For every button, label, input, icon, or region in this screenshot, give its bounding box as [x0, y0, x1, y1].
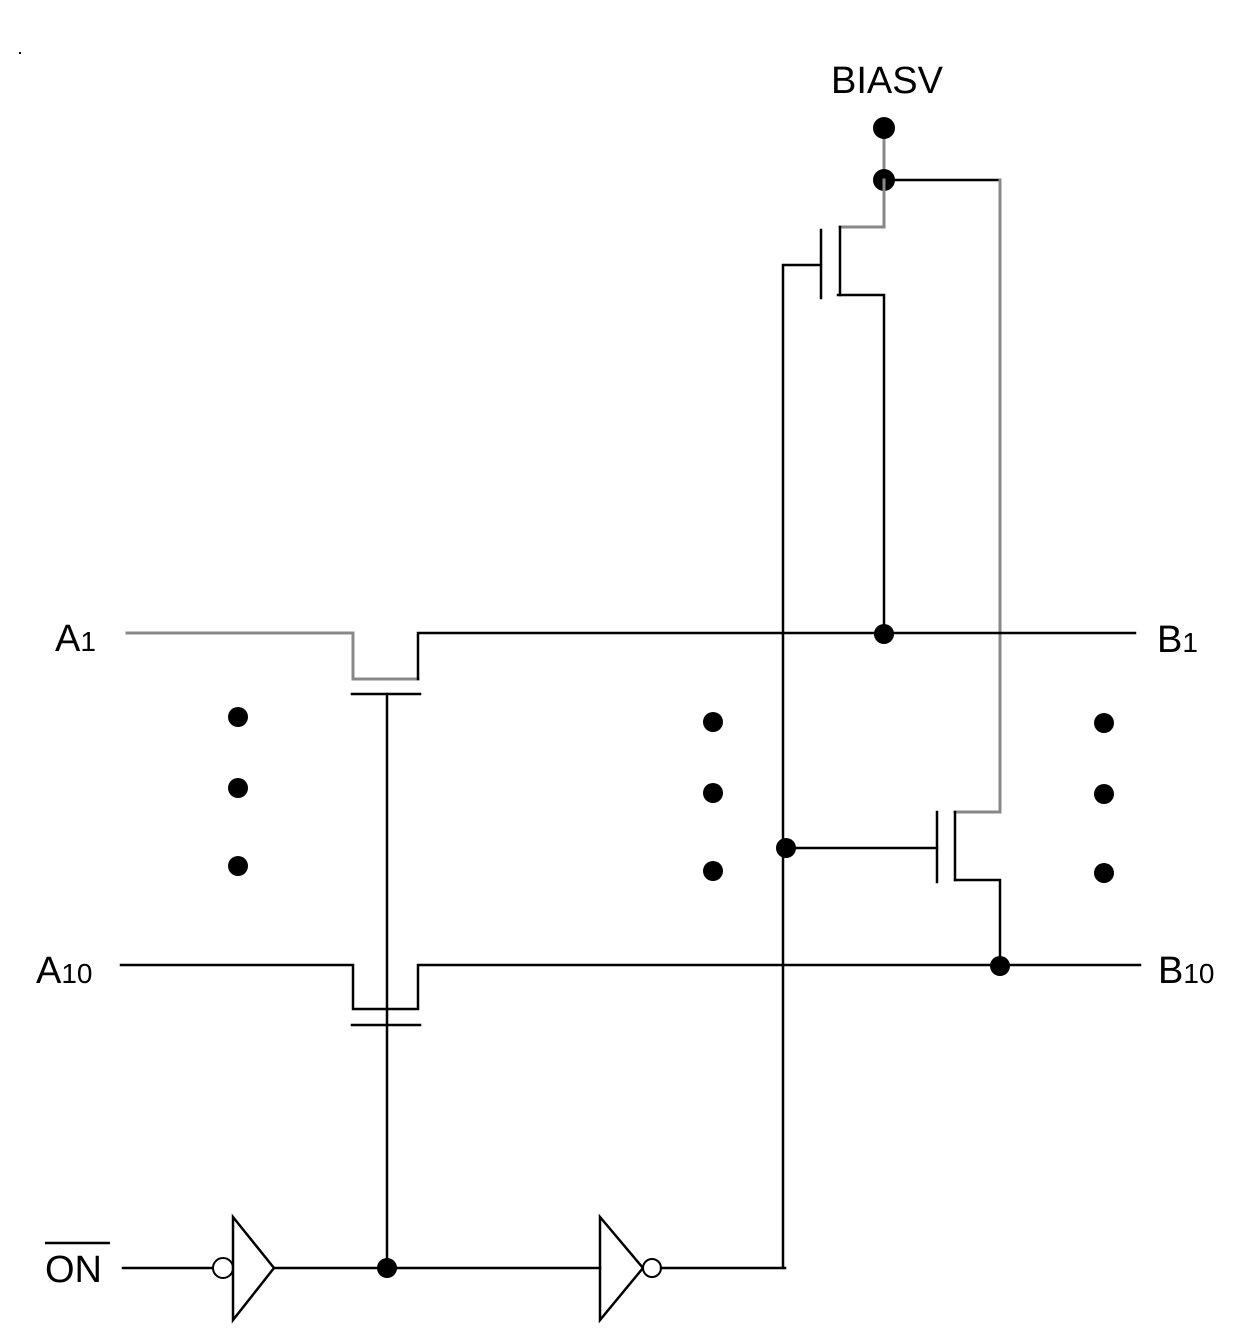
inverter-output-bubble	[642, 1258, 662, 1278]
label-a10: A10	[36, 950, 93, 992]
wire-gate-bus	[781, 263, 823, 1270]
ellipsis-left	[228, 707, 248, 876]
ellipsis-dot	[703, 783, 723, 803]
ellipsis-dot	[228, 707, 248, 727]
stray-mark	[19, 52, 21, 54]
input-buffer	[231, 1213, 276, 1324]
node-buffer-out	[377, 1258, 397, 1278]
ellipsis-dot	[228, 856, 248, 876]
ellipsis-dot	[228, 778, 248, 798]
ellipsis-middle	[703, 712, 723, 881]
node-gate-bus	[776, 838, 796, 858]
label-b1: B1	[1157, 619, 1198, 661]
node-b10	[990, 956, 1010, 976]
ellipsis-dot	[1094, 713, 1114, 733]
ellipsis-dot	[703, 861, 723, 881]
buffer-input-bubble	[212, 1257, 234, 1279]
output-inverter	[598, 1213, 645, 1324]
wire-fet10-drain	[953, 878, 1002, 968]
label-on-bar: ON	[45, 1249, 102, 1291]
wire-bias-rail	[953, 178, 1002, 814]
ellipsis-right	[1094, 713, 1114, 883]
terminal-biasv	[873, 117, 895, 139]
node-b1	[874, 624, 894, 644]
wire-a10-b10	[119, 963, 1142, 1011]
wire-b1	[416, 631, 1137, 681]
wire-a1	[125, 631, 420, 681]
ellipsis-dot	[1094, 784, 1114, 804]
label-biasv: BIASV	[831, 60, 944, 102]
label-a1: A1	[55, 618, 96, 660]
ellipsis-dot	[703, 712, 723, 732]
label-b10: B10	[1158, 950, 1215, 992]
wire-fet1-drain	[836, 293, 886, 637]
wire-fet1-source	[838, 178, 886, 229]
ellipsis-dot	[1094, 863, 1114, 883]
